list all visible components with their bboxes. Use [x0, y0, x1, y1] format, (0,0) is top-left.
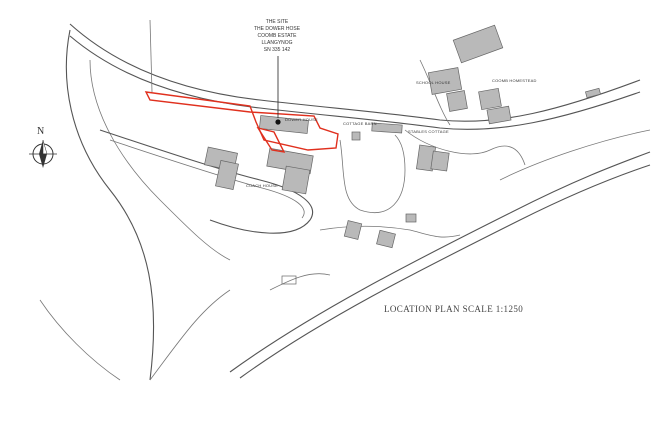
coach-house-block-d [281, 165, 311, 195]
map-caption: LOCATION PLAN SCALE 1:1250 [384, 304, 524, 314]
south-road-edge-b [229, 151, 651, 373]
east-boundary [499, 129, 651, 181]
stables-building-b [430, 150, 450, 172]
north-lane [149, 19, 153, 93]
label-stables: STABLES COTTAGE [408, 129, 449, 134]
main-road-north-edge [69, 23, 641, 122]
field-shed [281, 275, 297, 285]
drive-branch [404, 129, 526, 166]
north-east-lane [419, 59, 451, 126]
coach-house-block-b [215, 159, 239, 191]
site-access [256, 126, 286, 153]
small-shed [405, 213, 417, 223]
dower-house-building [259, 115, 309, 134]
site-note-line-2: THE DOWER HOSE [253, 26, 301, 32]
field-boundary-sw [39, 299, 121, 381]
south-cottage-a [343, 220, 363, 240]
west-lane [65, 29, 155, 381]
label-cottage-barn: COTTAGE BARN [343, 121, 377, 126]
central-loop-road-inner [109, 139, 305, 219]
field-boundary-c [269, 273, 331, 291]
north-arrow-icon [29, 139, 57, 168]
north-label: N [37, 126, 45, 137]
drive-south [319, 225, 461, 238]
north-building-a [452, 24, 504, 64]
school-house-building [446, 90, 468, 112]
main-road-south-edge [69, 35, 641, 130]
label-lodge: COOMB HOMESTEAD [492, 78, 537, 83]
site-note-line-1: THE SITE [265, 19, 289, 25]
east-building [585, 87, 601, 99]
site-boundary [144, 91, 339, 151]
west-lane-inner [89, 59, 231, 261]
label-school-house: SCHOOL HOUSE [416, 80, 451, 85]
site-pointer-dot [275, 119, 281, 125]
south-cottage-b [376, 229, 396, 249]
drive-loop [339, 134, 406, 213]
label-dower-house: DOWER HOUSE [285, 117, 318, 122]
site-note-line-4: LLANGYNOG [261, 40, 293, 46]
site-note-line-3: COOMB ESTATE [257, 33, 297, 39]
site-note-line-5: SN 335 142 [263, 47, 291, 53]
cottage-barn-building [371, 122, 403, 134]
south-road-edge-a [239, 164, 651, 379]
label-coach-house: COACH HOUSE [246, 183, 278, 188]
central-loop-road [99, 129, 314, 234]
north-building-b [427, 67, 463, 95]
field-boundary-s [149, 289, 231, 381]
lodge-building-a [478, 87, 502, 111]
outbuilding-a [351, 131, 361, 141]
site-note: THE SITE THE DOWER HOSE COOMB ESTATE LLA… [246, 19, 308, 54]
lodge-building-b [486, 105, 512, 125]
